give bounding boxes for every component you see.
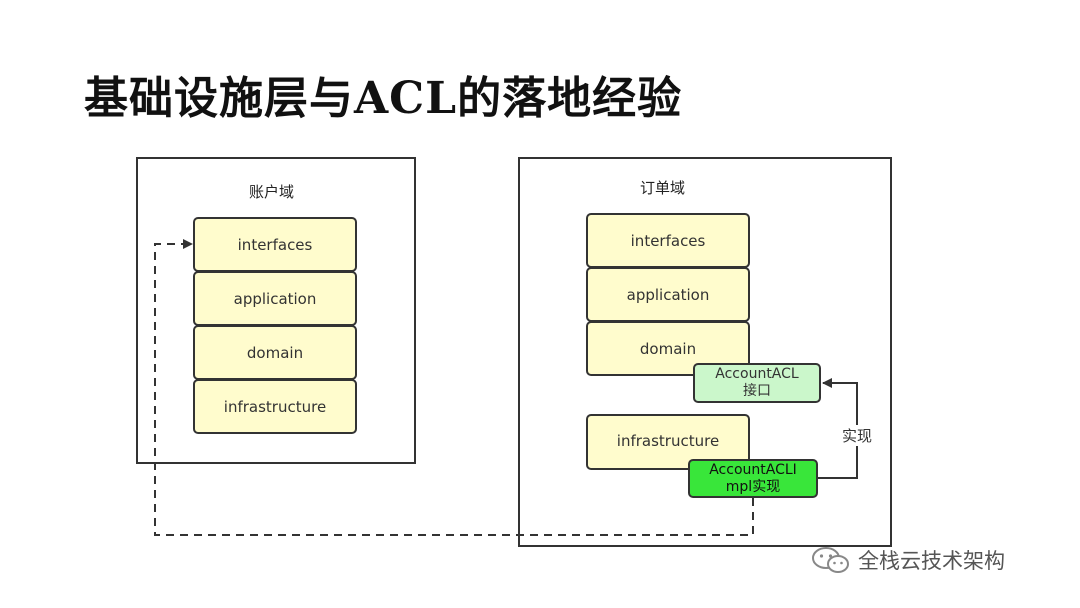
account-acl-interface-box: AccountACL 接口 — [693, 363, 821, 403]
watermark: 全栈云技术架构 — [810, 545, 1005, 575]
order-application-layer: application — [586, 267, 750, 322]
account-domain-label: 账户域 — [249, 183, 295, 201]
account-infrastructure-layer: infrastructure — [193, 379, 357, 434]
account-acl-impl-box: AccountACLI mpl实现 — [688, 459, 818, 498]
acl-interface-line1: AccountACL — [715, 366, 799, 382]
order-interfaces-layer: interfaces — [586, 213, 750, 268]
account-application-layer: application — [193, 271, 357, 326]
account-interfaces-layer: interfaces — [193, 217, 357, 272]
order-domain-label: 订单域 — [640, 179, 686, 197]
account-domain-layer: domain — [193, 325, 357, 380]
acl-interface-line2: 接口 — [743, 383, 771, 399]
wechat-icon — [812, 547, 849, 573]
watermark-text: 全栈云技术架构 — [858, 549, 1005, 573]
acl-impl-line2: mpl实现 — [725, 478, 781, 495]
acl-impl-line1: AccountACLI — [709, 461, 797, 478]
page-title: 基础设施层与ACL的落地经验 — [84, 73, 683, 124]
realization-label: 实现 — [842, 425, 873, 446]
